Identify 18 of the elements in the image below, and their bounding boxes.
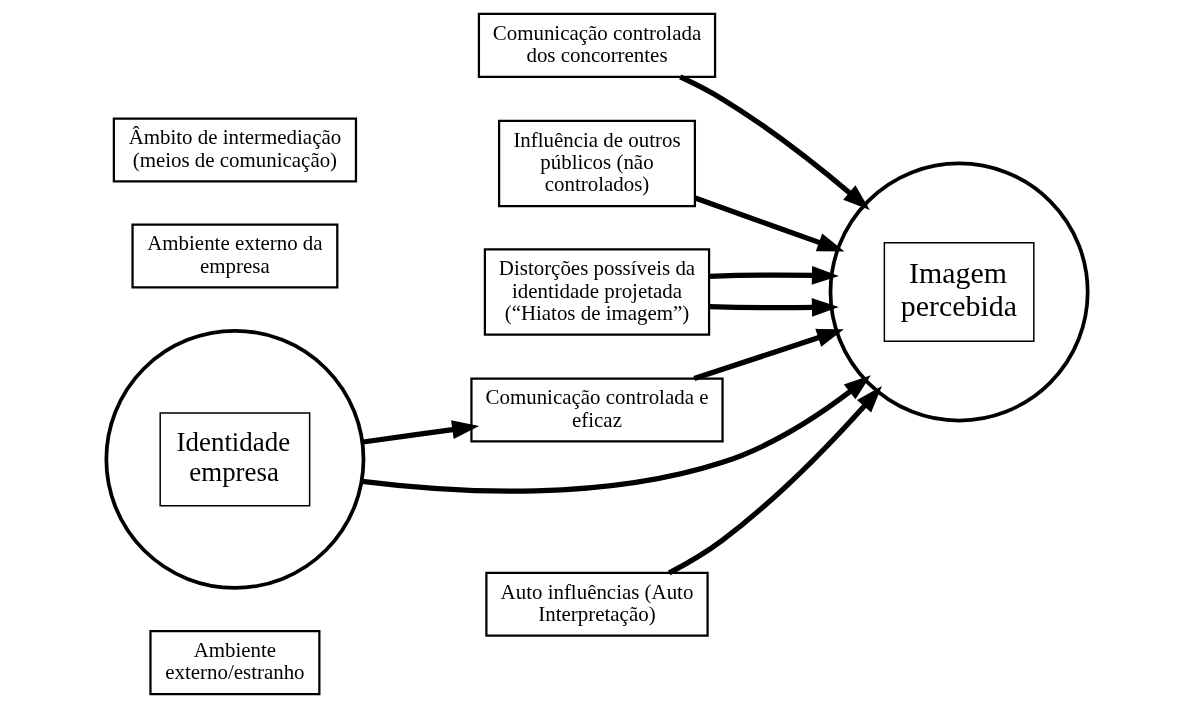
node-box: Âmbito de intermediação (meios de comunicação): [112, 117, 358, 183]
arrow: [679, 74, 870, 210]
node-box: Influência de outros públicos (não controlados): [498, 119, 696, 208]
node-box: Auto influências (Auto Interpretação): [485, 571, 709, 637]
arrow: [668, 386, 882, 576]
arrow: [709, 298, 839, 317]
node-box: Distorções possíveis da identidade projetada (“Hiatos de imagem”): [483, 248, 711, 336]
node-circle: Imagem percebida: [828, 161, 1090, 423]
arrow: [694, 195, 845, 252]
node-circle: Identidade empresa: [104, 328, 366, 590]
arrow: [362, 420, 480, 445]
node-box: Comunicação controlada e eficaz: [470, 377, 724, 443]
node-box: Ambiente externo da empresa: [131, 223, 339, 289]
node-box: Comunicação controlada dos concorrentes: [477, 12, 717, 78]
arrow: [361, 375, 871, 494]
arrow: [709, 265, 839, 285]
arrow: [693, 328, 844, 382]
node-box: Ambiente externo/estranho: [149, 630, 321, 696]
